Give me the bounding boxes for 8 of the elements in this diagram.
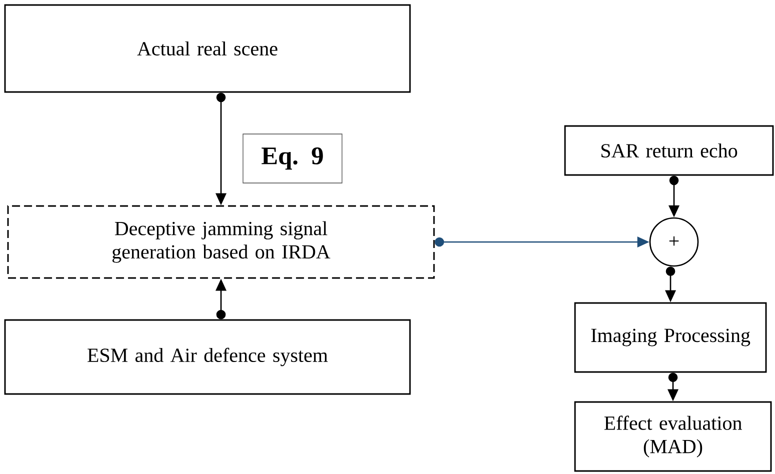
process-box: Actual real scene bbox=[4, 4, 411, 93]
equation-box: Eq. 9 bbox=[242, 134, 342, 184]
process-box: ESM and Air defence system bbox=[4, 319, 411, 395]
process-box: Effect evaluation (MAD) bbox=[574, 401, 772, 472]
process-box: Imaging Processing bbox=[574, 302, 767, 373]
process-box: SAR return echo bbox=[564, 125, 774, 176]
summing-junction: + bbox=[649, 217, 699, 267]
process-box: Deceptive jamming signal generation based on IRDA bbox=[7, 205, 435, 279]
